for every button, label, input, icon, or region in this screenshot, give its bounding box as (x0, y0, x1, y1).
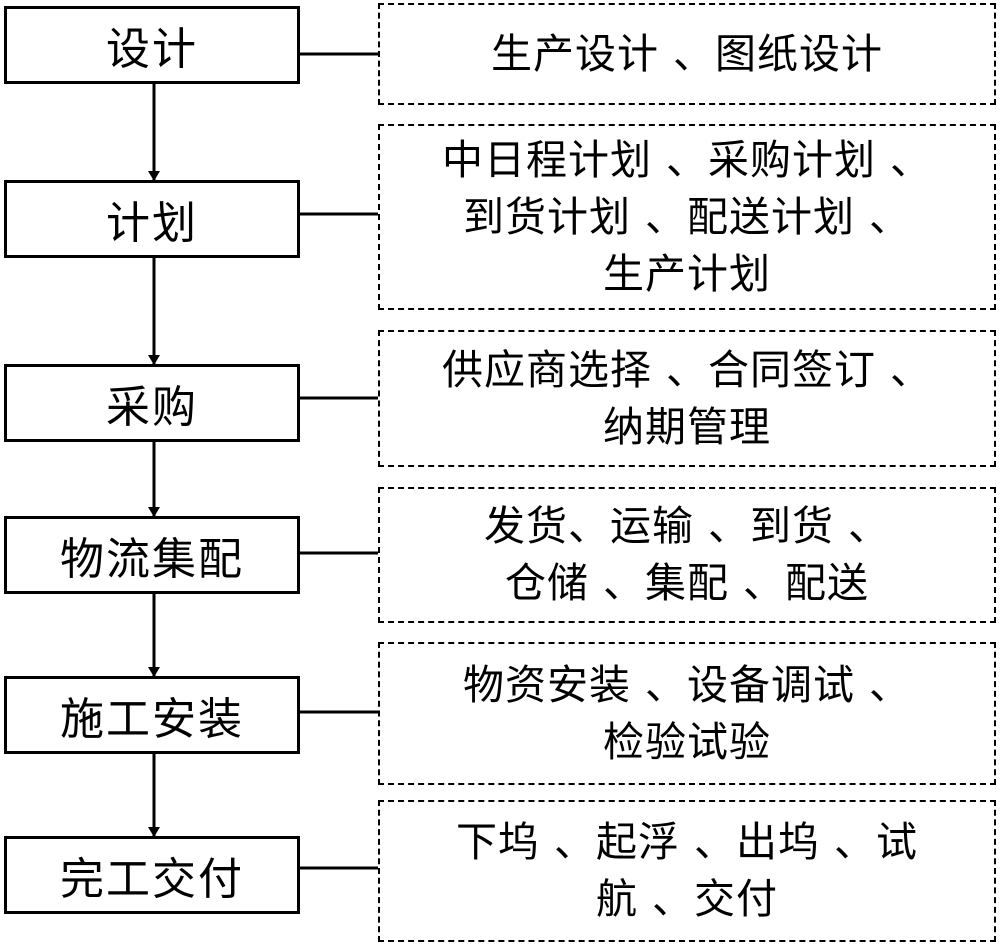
step-label: 施工安装 (60, 694, 244, 745)
detail-text: 物资安装 、设备调试 、 检验试验 (462, 660, 912, 766)
detail-design: 生产设计 、图纸设计 (378, 3, 996, 105)
step-label: 采购 (106, 382, 198, 433)
detail-text: 供应商选择 、合同签订 、 纳期管理 (441, 345, 933, 451)
detail-planning: 中日程计划 、采购计划 、 到货计划 、配送计划 、 生产计划 (378, 124, 996, 310)
step-planning: 计划 (4, 180, 300, 258)
detail-logistics: 发货、运输 、到货 、 仓储 、集配 、配送 (378, 487, 996, 623)
detail-text: 中日程计划 、采购计划 、 到货计划 、配送计划 、 生产计划 (441, 135, 933, 298)
detail-text: 下坞 、起浮 、出坞 、试 航 、交付 (455, 818, 919, 923)
detail-delivery: 下坞 、起浮 、出坞 、试 航 、交付 (378, 800, 996, 942)
step-label: 计划 (106, 198, 198, 249)
step-label: 完工交付 (60, 854, 244, 905)
step-construction: 施工安装 (4, 676, 300, 754)
step-logistics: 物流集配 (4, 516, 300, 594)
step-design: 设计 (4, 6, 300, 84)
step-label: 物流集配 (60, 534, 244, 585)
detail-procurement: 供应商选择 、合同签订 、 纳期管理 (378, 330, 996, 467)
detail-text: 生产设计 、图纸设计 (490, 29, 884, 78)
step-label: 设计 (106, 24, 198, 75)
detail-construction: 物资安装 、设备调试 、 检验试验 (378, 642, 996, 785)
detail-text: 发货、运输 、到货 、 仓储 、集配 、配送 (483, 502, 891, 607)
step-procurement: 采购 (4, 364, 300, 442)
step-delivery: 完工交付 (4, 836, 300, 914)
